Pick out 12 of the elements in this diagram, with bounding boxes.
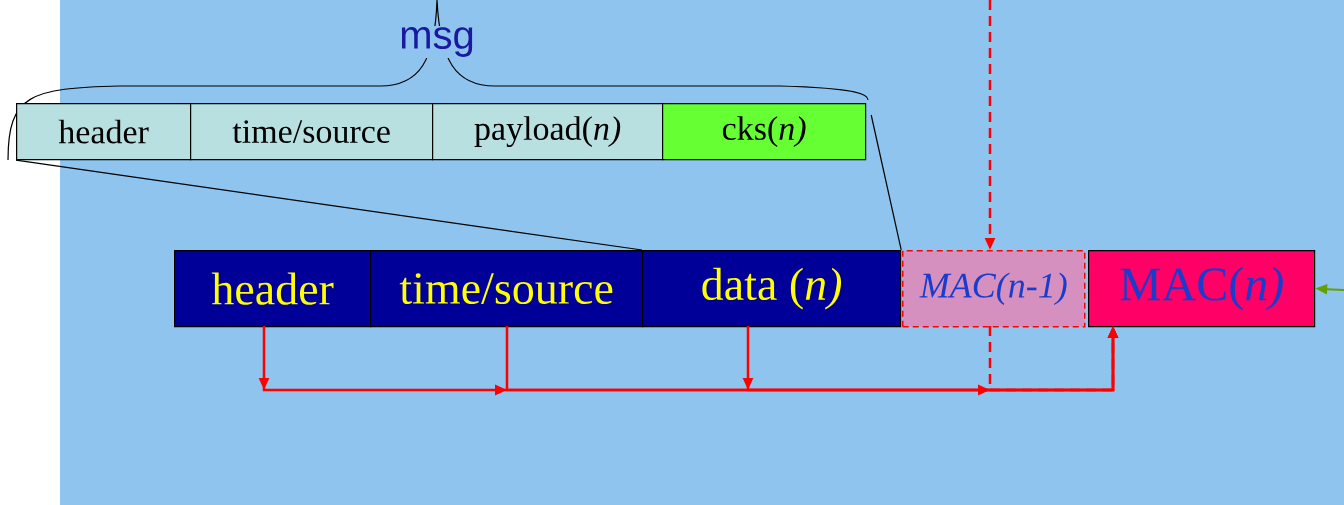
leader-line xyxy=(870,114,902,251)
field-box: payload(n) xyxy=(432,103,664,161)
field-box: MAC(n) xyxy=(1088,250,1316,328)
field-box: MAC(n-1) xyxy=(902,250,1086,328)
field-box: cks(n) xyxy=(662,103,867,161)
field-box: time/source xyxy=(190,103,434,161)
field-box: header xyxy=(174,250,372,328)
leader-line xyxy=(15,159,643,251)
brace-label: msg xyxy=(398,26,476,58)
field-box: time/source xyxy=(370,250,644,328)
field-box: data (n) xyxy=(642,250,902,328)
field-box: header xyxy=(16,103,192,161)
